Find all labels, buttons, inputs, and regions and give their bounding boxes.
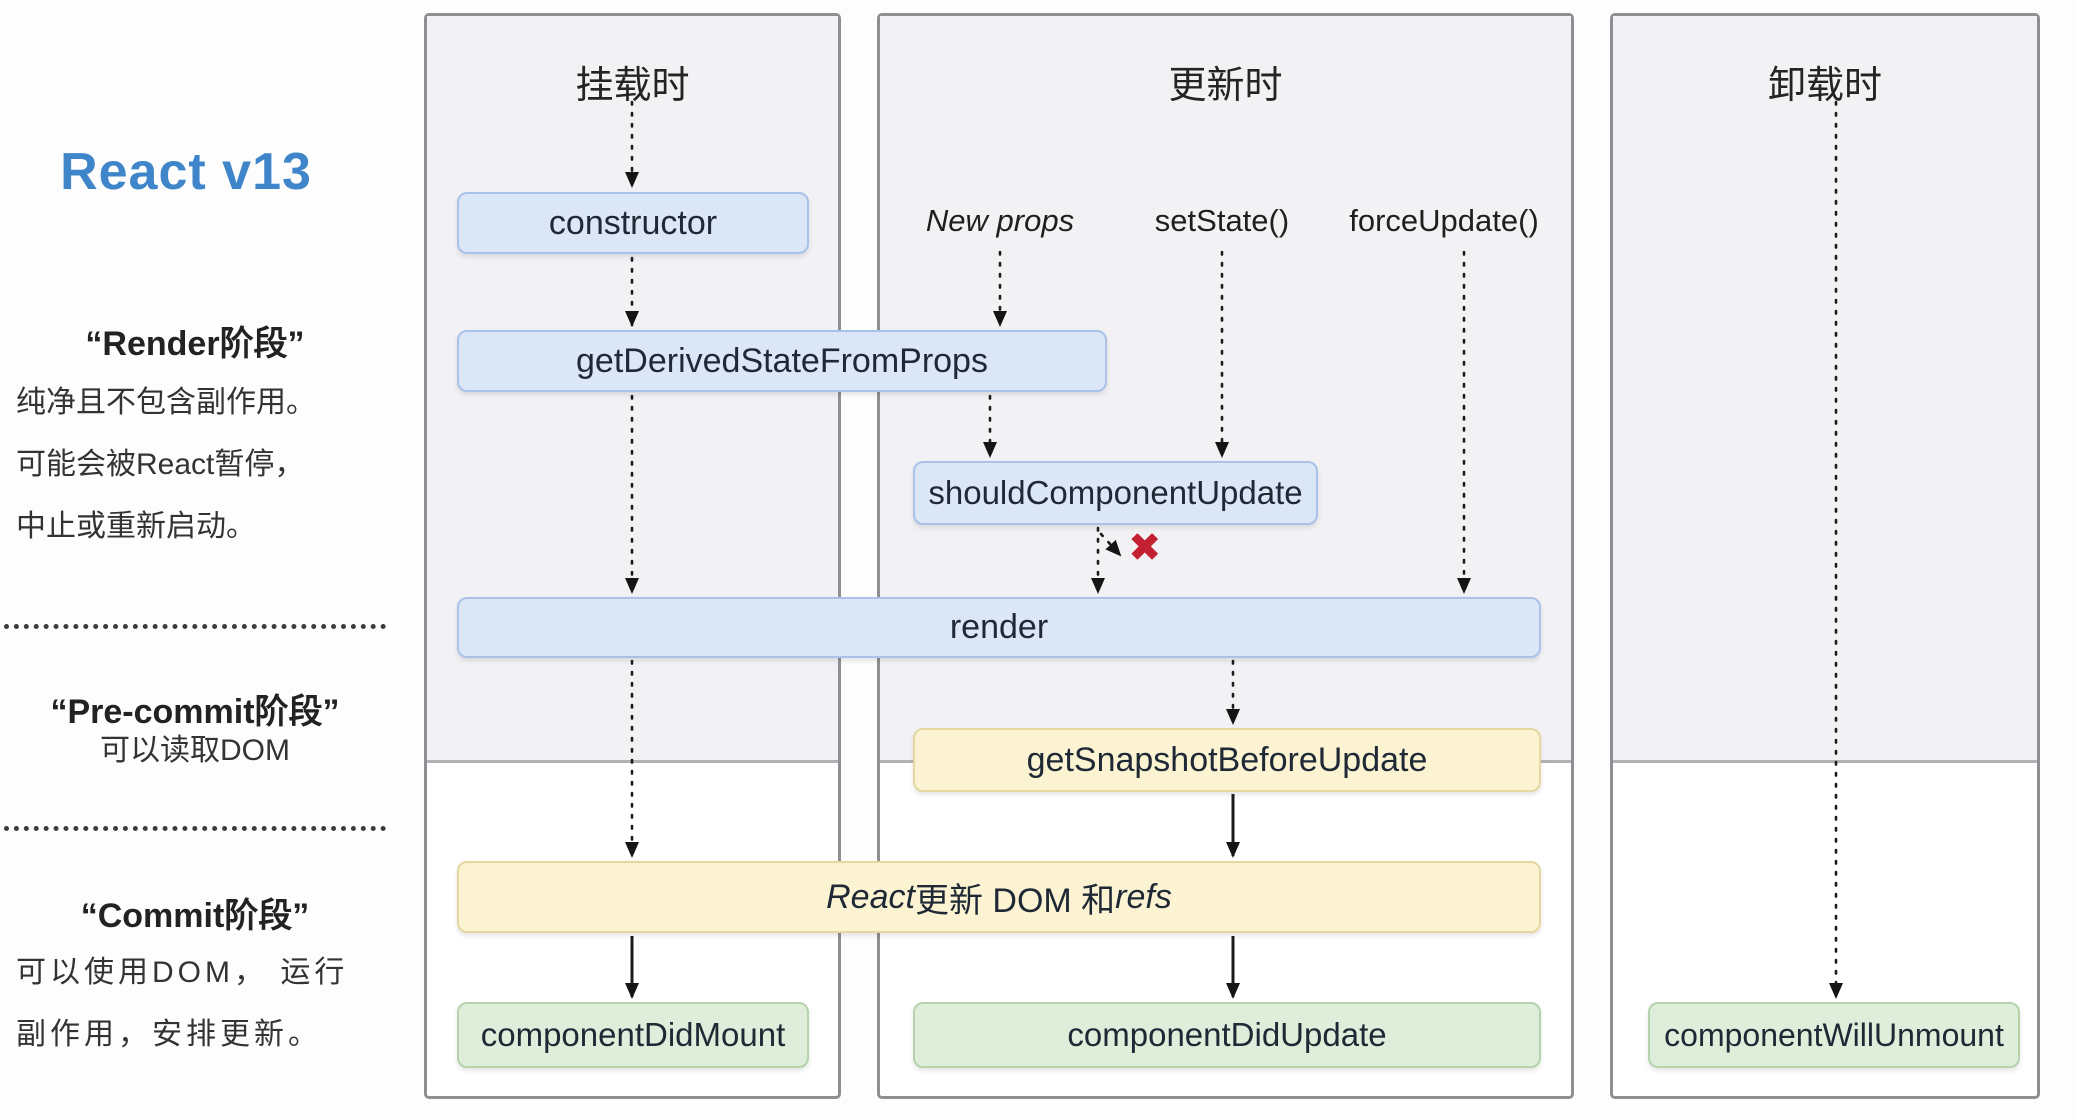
phase-divider — [4, 826, 386, 831]
updating-column-panel: 更新时 — [877, 13, 1574, 1099]
pre-commit-phase-line: 可以读取DOM — [100, 734, 290, 767]
react-updates-dom-node: React 更新 DOM 和 refs — [457, 861, 1541, 933]
should-component-update-node: shouldComponentUpdate — [913, 461, 1318, 525]
unmounting-column-title: 卸载时 — [1767, 65, 1882, 107]
render-phase-line: 纯净且不包含副作用。 — [16, 386, 316, 419]
updating-column-title: 更新时 — [1168, 65, 1283, 107]
unmounting-column-panel: 卸载时 — [1610, 13, 2040, 1099]
setstate-label: setState() — [1154, 203, 1290, 238]
constructor-node: constructor — [457, 192, 809, 254]
forceupdate-label: forceUpdate() — [1349, 203, 1539, 238]
component-did-mount-node: componentDidMount — [457, 1002, 809, 1068]
render-phase-region — [1613, 16, 2037, 763]
mounting-column-title: 挂载时 — [575, 65, 690, 107]
render-phase-line: 中止或重新启动。 — [16, 510, 256, 543]
pre-commit-phase-heading: “Pre-commit阶段” — [50, 693, 340, 731]
phase-divider — [4, 624, 386, 629]
react-updates-middle: 更新 DOM 和 — [914, 881, 1116, 920]
cancel-update-x-icon: ✖ — [1128, 526, 1162, 570]
get-derived-state-from-props-node: getDerivedStateFromProps — [457, 330, 1107, 392]
new-props-label: New props — [925, 203, 1075, 238]
mounting-column-panel: 挂载时 — [424, 13, 841, 1099]
commit-phase-line: 副作用，安排更新。 — [16, 1018, 322, 1051]
pre-commit-phase-description: 可以读取DOM — [0, 720, 390, 782]
render-phase-line: 可能会被React暂停， — [16, 448, 305, 481]
react-updates-prefix: React — [826, 877, 915, 916]
render-phase-heading: “Render阶段” — [85, 325, 305, 363]
react-updates-suffix: refs — [1115, 877, 1172, 916]
render-phase-description: 纯净且不包含副作用。 可能会被React暂停， 中止或重新启动。 — [16, 372, 396, 558]
commit-phase-line: 可以使用DOM， 运行 — [16, 956, 349, 989]
react-version-title: React v13 — [60, 143, 312, 201]
get-snapshot-before-update-node: getSnapshotBeforeUpdate — [913, 728, 1541, 792]
commit-phase-description: 可以使用DOM， 运行 副作用，安排更新。 — [16, 942, 396, 1066]
component-will-unmount-node: componentWillUnmount — [1648, 1002, 2020, 1068]
render-node: render — [457, 597, 1541, 658]
component-did-update-node: componentDidUpdate — [913, 1002, 1541, 1068]
commit-phase-heading: “Commit阶段” — [80, 897, 310, 935]
